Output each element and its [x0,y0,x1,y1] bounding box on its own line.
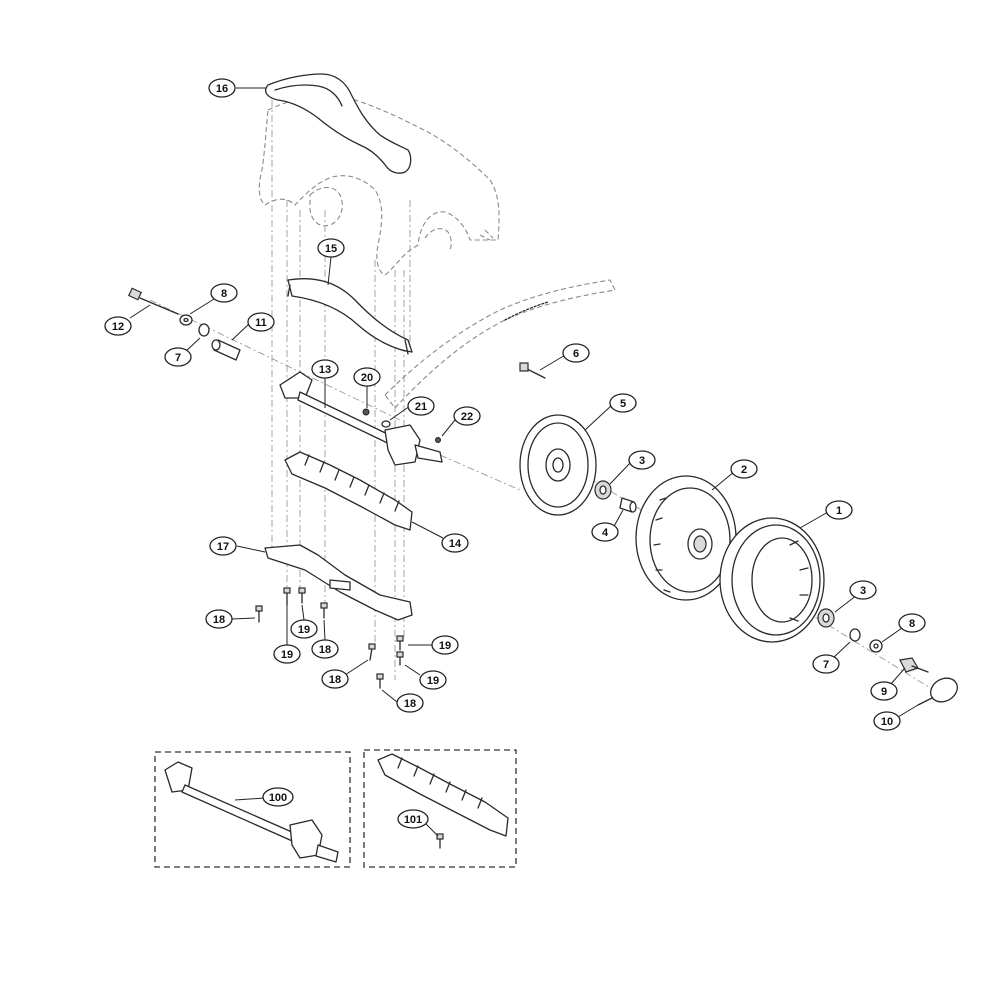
callout-label: 11 [255,317,267,329]
callout-19a: 19 [290,619,318,639]
callout-4: 4 [591,522,619,542]
callout-label: 3 [860,585,866,597]
callout-label: 7 [175,352,181,364]
bar-part-15 [287,278,413,355]
detail-box-101 [363,749,517,868]
callout-label: 20 [361,372,373,384]
leader-lines [129,87,919,837]
callout-8a: 8 [210,283,238,303]
callout-label: 18 [319,644,331,656]
bearing-part-3a [594,480,612,500]
callout-10: 10 [873,711,901,731]
ring-part-7b [849,628,861,642]
callout-15: 15 [317,238,345,258]
callout-label: 18 [404,698,416,710]
callout-label: 17 [217,541,229,553]
callout-label: 7 [823,659,829,671]
callout-17: 17 [209,536,237,556]
callout-label: 21 [415,401,427,413]
callout-18c: 18 [321,669,349,689]
linkage-rod [384,279,616,409]
callout-7b: 7 [812,654,840,674]
callout-21: 21 [407,396,435,416]
bolt-part-9 [899,657,929,673]
tyre-part-1 [719,517,825,643]
callout-19c: 19 [431,635,459,655]
callout-label: 1 [836,505,842,517]
callout-label: 22 [461,411,473,423]
callout-3b: 3 [849,580,877,600]
bushing-part-4 [619,497,637,513]
callout-label: 6 [573,348,579,360]
callout-label: 8 [221,288,227,300]
callout-9: 9 [870,681,898,701]
callouts: 16 15 8 12 11 7 13 20 21 22 6 5 3 4 2 1 … [104,78,926,829]
handle-part-16 [264,73,412,174]
callout-14: 14 [441,533,469,553]
screws-18-19 [255,587,404,689]
detail-box-100 [154,751,351,868]
callout-label: 18 [213,614,225,626]
washer-part-8b [869,639,883,653]
hubcap-part-5 [519,414,597,516]
bolt-part-12 [127,287,179,315]
callout-1: 1 [825,500,853,520]
spacer-part-11 [211,339,241,361]
callout-16: 16 [208,78,236,98]
callout-6: 6 [562,343,590,363]
callout-label: 18 [329,674,341,686]
callout-label: 100 [269,792,287,804]
mower-body-ghost [258,95,500,276]
callout-label: 14 [449,538,462,550]
washer-part-8a [179,314,193,326]
callout-label: 19 [298,624,310,636]
callout-label: 2 [741,464,747,476]
callout-label: 101 [404,814,422,826]
callout-19d: 19 [419,670,447,690]
callout-101: 101 [397,809,429,829]
callout-100: 100 [262,787,294,807]
callout-label: 12 [112,321,124,333]
callout-label: 3 [639,455,645,467]
callout-label: 13 [319,364,331,376]
small-parts-20-22 [362,408,441,443]
callout-2: 2 [730,459,758,479]
callout-label: 8 [909,618,915,630]
comb-part-14 [284,451,413,531]
callout-11: 11 [247,312,275,332]
callout-label: 19 [439,640,451,652]
callout-label: 5 [620,398,626,410]
callout-12: 12 [104,316,132,336]
cap-part-10 [917,677,958,706]
bracket-part-17 [264,544,413,621]
callout-label: 19 [281,649,293,661]
callout-13: 13 [311,359,339,379]
callout-label: 4 [602,527,609,539]
callout-label: 19 [427,675,439,687]
ring-part-7a [198,323,210,337]
callout-label: 9 [881,686,887,698]
callout-18d: 18 [396,693,424,713]
callout-label: 16 [216,83,228,95]
callout-8b: 8 [898,613,926,633]
callout-label: 15 [325,243,337,255]
callout-18a: 18 [205,609,233,629]
callout-7a: 7 [164,347,192,367]
callout-18b: 18 [311,639,339,659]
callout-20: 20 [353,367,381,387]
axle-bracket-part-13 [279,371,443,466]
screw-part-6 [519,362,546,379]
callout-3a: 3 [628,450,656,470]
callout-19b: 19 [273,644,301,664]
callout-22: 22 [453,406,481,426]
callout-label: 10 [881,716,893,728]
bearing-part-3b [817,608,835,628]
callout-5: 5 [609,393,637,413]
